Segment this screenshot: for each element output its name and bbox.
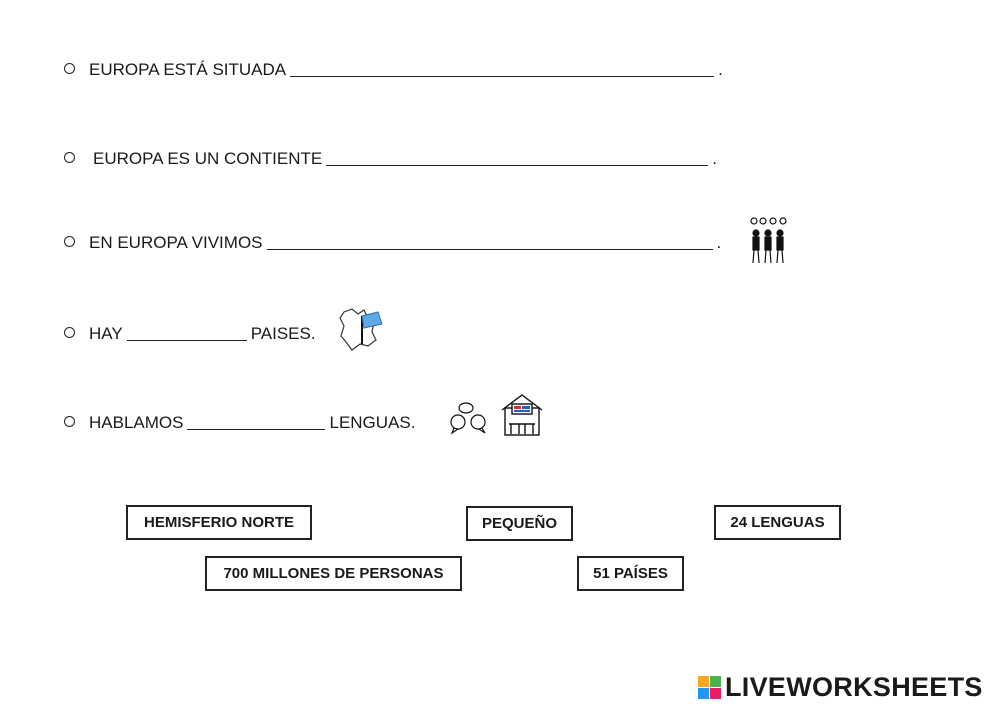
sentence-5-text: HABLAMOS xyxy=(89,413,184,432)
sentence-2: EUROPA ES UN CONTIENTE . xyxy=(64,149,717,169)
option-hemisferio-norte[interactable]: HEMISFERIO NORTE xyxy=(126,505,312,540)
speech-bubbles-icon xyxy=(450,402,486,435)
school-icon xyxy=(501,394,543,436)
option-51-paises[interactable]: 51 PAÍSES xyxy=(577,556,684,591)
sentence-4-text: HAY xyxy=(89,324,123,343)
sentence-4-end: PAISES. xyxy=(250,324,316,343)
sentence-4: HAY PAISES. xyxy=(64,324,316,344)
bullet-icon xyxy=(64,416,75,427)
sentence-1-text: EUROPA ESTÁ SITUADA xyxy=(89,60,287,79)
liveworksheets-logo: LIVEWORKSHEETS xyxy=(698,672,983,703)
answer-blank-2[interactable] xyxy=(326,164,709,166)
sentence-1: EUROPA ESTÁ SITUADA . xyxy=(64,60,723,80)
answer-blank-3[interactable] xyxy=(266,248,713,250)
sentence-3: EN EUROPA VIVIMOS . xyxy=(64,233,721,253)
bullet-icon xyxy=(64,152,75,163)
sentence-2-end: . xyxy=(712,149,717,168)
option-700-millones[interactable]: 700 MILLONES DE PERSONAS xyxy=(205,556,462,591)
sentence-5: HABLAMOS LENGUAS. xyxy=(64,413,415,433)
answer-blank-1[interactable] xyxy=(290,75,715,77)
sentence-3-text: EN EUROPA VIVIMOS xyxy=(89,233,263,252)
option-24-lenguas[interactable]: 24 LENGUAS xyxy=(714,505,841,540)
brand-name: LIVEWORKSHEETS xyxy=(725,672,983,702)
bullet-icon xyxy=(64,63,75,74)
people-icon xyxy=(750,217,787,264)
liveworksheets-logo-icon xyxy=(698,676,721,699)
sentence-5-end: LENGUAS. xyxy=(329,413,416,432)
answer-blank-4[interactable] xyxy=(126,339,247,341)
map-flag-icon xyxy=(339,308,383,351)
bullet-icon xyxy=(64,236,75,247)
option-pequeno[interactable]: PEQUEÑO xyxy=(466,506,573,541)
sentence-3-end: . xyxy=(716,233,722,252)
sentence-1-end: . xyxy=(718,60,723,79)
bullet-icon xyxy=(64,327,75,338)
sentence-2-text: EUROPA ES UN CONTIENTE xyxy=(93,149,323,168)
answer-blank-5[interactable] xyxy=(187,428,326,430)
